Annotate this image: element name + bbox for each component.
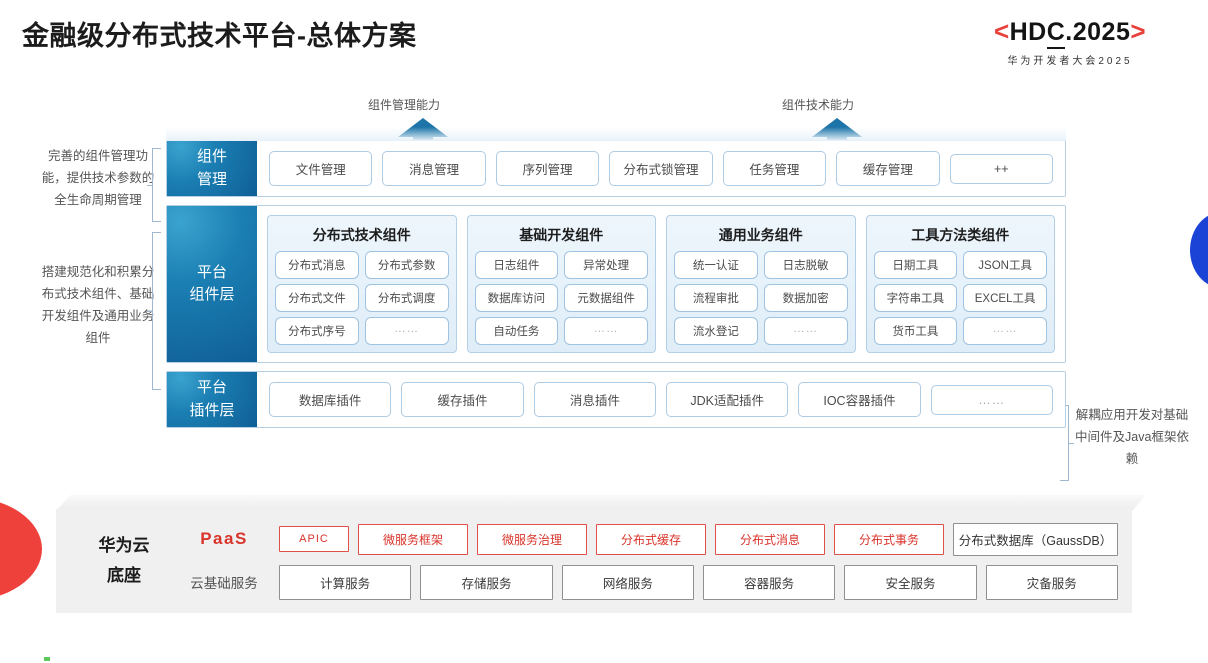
gchip-date-tool[interactable]: 日期工具: [873, 251, 958, 279]
group-tool-methods: 工具方法类组件 日期工具 JSON工具 字符串工具 EXCEL工具 货币工具 ……: [865, 215, 1055, 353]
layer-label-platform-plugin: 平台 插件层: [167, 372, 257, 427]
gchip-process-approval[interactable]: 流程审批: [674, 284, 758, 312]
architecture-stack: 组件 管理 文件管理 消息管理 序列管理 分布式锁管理 任务管理 缓存管理 ++…: [166, 127, 1066, 436]
gchip-unified-auth[interactable]: 统一认证: [674, 251, 758, 279]
bracket-left-top: [147, 148, 161, 222]
gchip-more-distributed-tech[interactable]: ……: [364, 317, 449, 345]
chip-task-management[interactable]: 任务管理: [722, 151, 827, 186]
cchip-compute-service[interactable]: 计算服务: [279, 564, 412, 600]
huawei-cloud-base: 华为云 底座 PaaS APIC 微服务框架 微服务治理 分布式缓存 分布式消息…: [56, 495, 1146, 613]
green-dot-decoration: [44, 657, 50, 661]
gchip-more-common-business[interactable]: ……: [763, 317, 848, 345]
bracket-left-mid: [147, 232, 161, 390]
cchip-network-service[interactable]: 网络服务: [561, 564, 694, 600]
angle-bracket-left-icon: <: [993, 16, 1010, 46]
gchip-string-tool[interactable]: 字符串工具: [873, 284, 958, 312]
gchip-log-component[interactable]: 日志组件: [474, 251, 559, 279]
chip-message-plugin[interactable]: 消息插件: [533, 382, 656, 417]
gchip-json-tool[interactable]: JSON工具: [963, 251, 1047, 279]
side-note-right-bottom: 解耦应用开发对基础中间件及Java框架依赖: [1075, 408, 1189, 466]
platform-component-groups: 分布式技术组件 分布式消息 分布式参数 分布式文件 分布式调度 分布式序号 ……: [257, 206, 1065, 362]
pchip-distributed-cache[interactable]: 分布式缓存: [596, 523, 706, 555]
gchip-log-desensitization[interactable]: 日志脱敏: [763, 251, 848, 279]
cchip-storage-service[interactable]: 存储服务: [420, 564, 553, 600]
arrow-caption-management: 组件管理能力: [368, 98, 441, 112]
chip-message-management[interactable]: 消息管理: [382, 151, 486, 186]
group-common-business: 通用业务组件 统一认证 日志脱敏 流程审批 数据加密 流水登记 ……: [666, 215, 856, 353]
hdc-logo-main: <HDC.2025>: [950, 16, 1190, 49]
gchip-more-tool-methods[interactable]: ……: [963, 317, 1047, 345]
gchip-data-encryption[interactable]: 数据加密: [763, 284, 848, 312]
chip-jdk-adapter-plugin[interactable]: JDK适配插件: [665, 382, 789, 417]
group-distributed-tech: 分布式技术组件 分布式消息 分布式参数 分布式文件 分布式调度 分布式序号 ……: [267, 215, 457, 353]
hdc-logo-text-1: HD: [1009, 18, 1047, 46]
side-note-left-mid: 搭建规范化和积累分布式技术组件、基础开发组件及通用业务组件: [41, 265, 155, 345]
blue-lens-decoration: [1190, 212, 1208, 288]
gchip-transaction-register[interactable]: 流水登记: [674, 317, 758, 345]
pchip-distributed-database[interactable]: 分布式数据库（GaussDB）: [953, 522, 1118, 556]
gchip-auto-task[interactable]: 自动任务: [474, 317, 559, 345]
hdc-logo-text-3: .2025: [1065, 18, 1131, 46]
chip-plus-plus[interactable]: ++: [949, 153, 1053, 184]
gchip-currency-tool[interactable]: 货币工具: [873, 317, 958, 345]
base-title: 华为云 底座: [98, 536, 150, 585]
gchip-exception-handling[interactable]: 异常处理: [564, 251, 648, 279]
gchip-distributed-file[interactable]: 分布式文件: [275, 284, 359, 312]
gchip-distributed-message[interactable]: 分布式消息: [275, 251, 359, 279]
hdc-logo: <HDC.2025> 华为开发者大会2025: [950, 16, 1190, 67]
cchip-security-service[interactable]: 安全服务: [844, 564, 977, 600]
base-top-bevel: [56, 495, 1146, 511]
layer-component-management: 组件 管理 文件管理 消息管理 序列管理 分布式锁管理 任务管理 缓存管理 ++: [166, 127, 1066, 197]
chip-database-plugin[interactable]: 数据库插件: [269, 382, 392, 417]
hdc-logo-subtitle: 华为开发者大会2025: [1007, 56, 1133, 67]
layer-label-platform-component: 平台 组件层: [167, 206, 257, 362]
pchip-distributed-message[interactable]: 分布式消息: [715, 523, 825, 555]
layer-platform-plugin: 平台 插件层 数据库插件 缓存插件 消息插件 JDK适配插件 IOC容器插件 ……: [166, 371, 1066, 428]
chip-more-plugins[interactable]: ……: [930, 384, 1053, 415]
group-basic-development: 基础开发组件 日志组件 异常处理 数据库访问 元数据组件 自动任务 ……: [466, 215, 656, 353]
hdc-logo-text-2: C: [1046, 18, 1066, 49]
layer-platform-component: 平台 组件层 分布式技术组件 分布式消息 分布式参数 分布式文件 分布式调度 分…: [166, 205, 1066, 363]
pchip-microservice-framework[interactable]: 微服务框架: [358, 523, 468, 555]
chip-ioc-container-plugin[interactable]: IOC容器插件: [798, 382, 921, 417]
pchip-apic[interactable]: APIC: [279, 526, 349, 552]
group-title-common-business: 通用业务组件: [718, 227, 803, 243]
gchip-more-basic-development[interactable]: ……: [564, 317, 648, 345]
chip-file-management[interactable]: 文件管理: [269, 151, 373, 186]
chip-cache-plugin[interactable]: 缓存插件: [401, 382, 524, 417]
pchip-distributed-transaction[interactable]: 分布式事务: [834, 523, 944, 555]
cloud-services-tag: 云基础服务: [190, 576, 258, 591]
gchip-metadata-component[interactable]: 元数据组件: [564, 284, 648, 312]
layer-label-component-management: 组件 管理: [167, 141, 257, 196]
gchip-database-access[interactable]: 数据库访问: [474, 284, 559, 312]
gchip-distributed-serial[interactable]: 分布式序号: [275, 317, 359, 345]
page-title: 金融级分布式技术平台-总体方案: [22, 21, 417, 51]
paas-row: PaaS APIC 微服务框架 微服务治理 分布式缓存 分布式消息 分布式事务 …: [178, 522, 1118, 556]
group-title-tool-methods: 工具方法类组件: [911, 227, 1010, 243]
cchip-container-service[interactable]: 容器服务: [702, 564, 836, 600]
arrow-caption-technology: 组件技术能力: [782, 98, 855, 112]
cloud-services-row: 云基础服务 计算服务 存储服务 网络服务 容器服务 安全服务 灾备服务: [178, 564, 1118, 600]
paas-tag: PaaS: [200, 529, 248, 548]
component-management-items: 文件管理 消息管理 序列管理 分布式锁管理 任务管理 缓存管理 ++: [257, 141, 1065, 196]
angle-bracket-right-icon: >: [1130, 16, 1147, 46]
red-wedge-decoration: [0, 497, 42, 601]
group-title-distributed-tech: 分布式技术组件: [312, 227, 411, 243]
gchip-distributed-parameter[interactable]: 分布式参数: [364, 251, 449, 279]
platform-plugin-items: 数据库插件 缓存插件 消息插件 JDK适配插件 IOC容器插件 ……: [257, 372, 1065, 427]
side-note-left-top: 完善的组件管理功能，提供技术参数的全生命周期管理: [41, 149, 155, 207]
pchip-microservice-governance[interactable]: 微服务治理: [477, 523, 587, 555]
chip-cache-management[interactable]: 缓存管理: [836, 151, 940, 186]
gchip-distributed-schedule[interactable]: 分布式调度: [364, 284, 449, 312]
cchip-disaster-recovery-service[interactable]: 灾备服务: [985, 564, 1118, 600]
chip-distributed-lock-management[interactable]: 分布式锁管理: [609, 151, 713, 186]
chip-sequence-management[interactable]: 序列管理: [495, 151, 600, 186]
group-title-basic-development: 基础开发组件: [519, 227, 604, 243]
gchip-excel-tool[interactable]: EXCEL工具: [963, 284, 1047, 312]
